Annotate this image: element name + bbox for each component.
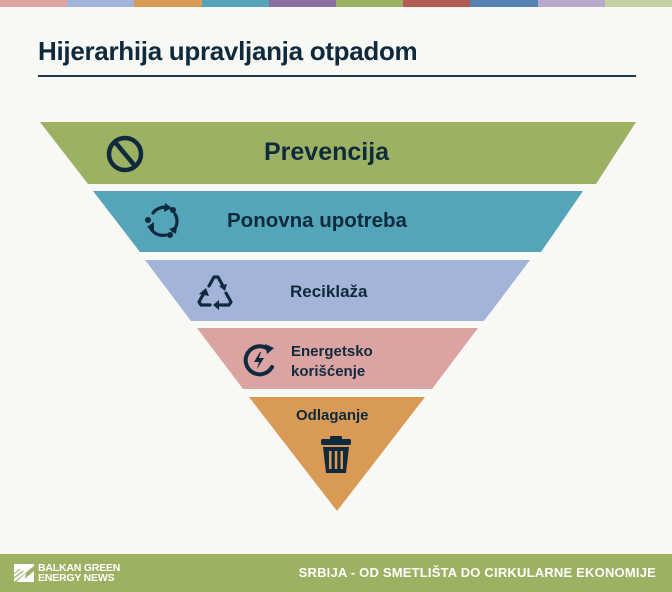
color-strip-segment [336, 0, 404, 7]
level-reuse-label: Ponovna upotreba [227, 209, 407, 232]
level-energy-recovery-label-line1: Energetsko [291, 343, 373, 360]
level-energy-recovery-label: Energetsko korišćenje [291, 342, 373, 382]
level-reuse-band [93, 191, 583, 252]
brand-logo-line2: ENERGY NEWS [38, 572, 115, 584]
color-strip-segment [537, 0, 605, 7]
brand-logo[interactable]: BALKAN GREEN ENERGY NEWS [14, 562, 120, 584]
recycle-icon [197, 275, 233, 310]
brand-logo-icon [14, 564, 34, 582]
prohibition-icon [106, 135, 144, 173]
footer-caption: SRBIJA - OD SMETLIŠTA DO CIRKULARNE EKON… [298, 565, 656, 580]
level-recycling-label: Reciklaža [290, 282, 368, 301]
level-energy-recovery-label-line2: korišćenje [291, 363, 366, 380]
trash-bin-icon [321, 436, 351, 473]
energy-recovery-icon [243, 344, 274, 377]
level-prevention-label: Prevencija [264, 138, 390, 166]
color-strip-segment [403, 0, 471, 7]
level-recycling-band [145, 260, 530, 321]
brand-logo-line1: BALKAN GREEN [38, 562, 121, 574]
color-strip-segment [604, 0, 672, 7]
reuse-cycle-icon [145, 203, 179, 238]
color-strip-segment [201, 0, 269, 7]
color-strip-segment [67, 0, 135, 7]
brand-logo-text: BALKAN GREEN ENERGY NEWS [38, 562, 121, 584]
level-prevention-band [40, 122, 636, 184]
color-strip-segment [0, 0, 68, 7]
title-underline [38, 75, 636, 77]
level-disposal-label: Odlaganje [296, 407, 369, 424]
color-strip-segment [470, 0, 538, 7]
footer-bar: BALKAN GREEN ENERGY NEWS SRBIJA - OD SME… [0, 554, 672, 592]
color-strip [0, 0, 672, 7]
page-title: Hijerarhija upravljanja otpadom [38, 36, 418, 66]
color-strip-segment [134, 0, 202, 7]
color-strip-segment [268, 0, 337, 7]
